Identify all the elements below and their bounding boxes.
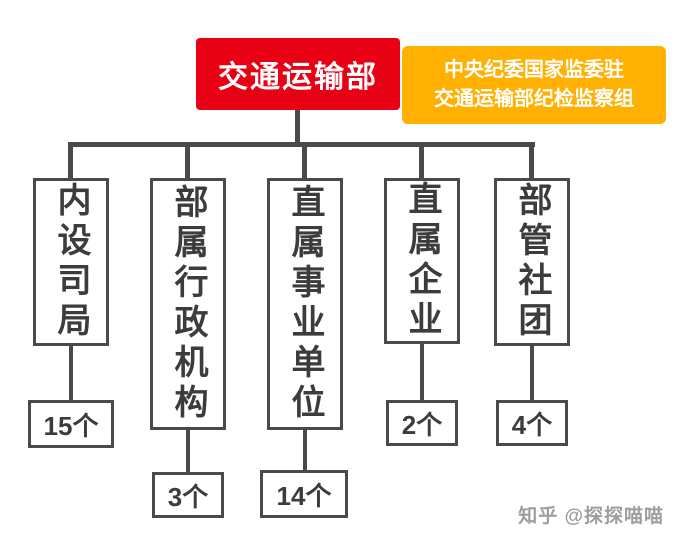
ministry-box: 交通运输部 — [196, 38, 400, 110]
discipline-group-line2: 交通运输部纪检监察组 — [434, 88, 634, 110]
connector-drop-1 — [68, 142, 73, 178]
count-box-public-institutions: 14个 — [260, 470, 348, 518]
branch-box-internal-bureaus: 内设司局 — [33, 178, 109, 346]
count-box-enterprises: 2个 — [386, 400, 458, 446]
discipline-group-line1: 中央纪委国家监委驻 — [444, 59, 624, 81]
branch-label: 部管社团 — [513, 182, 551, 342]
branch-box-enterprises: 直属企业 — [384, 178, 460, 344]
branch-label: 直属企业 — [403, 181, 441, 341]
branch-box-administrative-agencies: 部属行政机构 — [150, 178, 226, 430]
connector-stem-4 — [420, 344, 424, 400]
count-label: 15个 — [43, 410, 99, 441]
zhihu-watermark: 知乎 @探探喵喵 — [518, 506, 664, 527]
discipline-group-box: 中央纪委国家监委驻 交通运输部纪检监察组 — [402, 46, 666, 124]
ministry-label: 交通运输部 — [218, 61, 378, 94]
branch-box-associations: 部管社团 — [494, 178, 570, 346]
connector-stem-2 — [186, 430, 190, 472]
connector-stem-5 — [530, 346, 534, 400]
connector-horizontal — [68, 142, 535, 147]
branch-label: 直属事业单位 — [286, 184, 324, 424]
branch-label: 部属行政机构 — [169, 184, 207, 424]
connector-ministry-drop — [295, 110, 300, 146]
branch-box-public-institutions: 直属事业单位 — [267, 178, 343, 430]
connector-drop-3 — [302, 142, 307, 178]
connector-drop-4 — [419, 142, 424, 178]
count-box-internal-bureaus: 15个 — [28, 400, 114, 448]
connector-drop-5 — [529, 142, 534, 178]
connector-stem-3 — [303, 430, 307, 470]
branch-label: 内设司局 — [52, 182, 90, 342]
count-box-administrative-agencies: 3个 — [152, 472, 224, 518]
count-box-associations: 4个 — [496, 400, 568, 446]
count-label: 14个 — [276, 480, 332, 511]
connector-stem-1 — [69, 346, 73, 400]
count-label: 4个 — [511, 409, 553, 440]
count-label: 3个 — [167, 481, 209, 512]
connector-drop-2 — [185, 142, 190, 178]
count-label: 2个 — [401, 409, 443, 440]
